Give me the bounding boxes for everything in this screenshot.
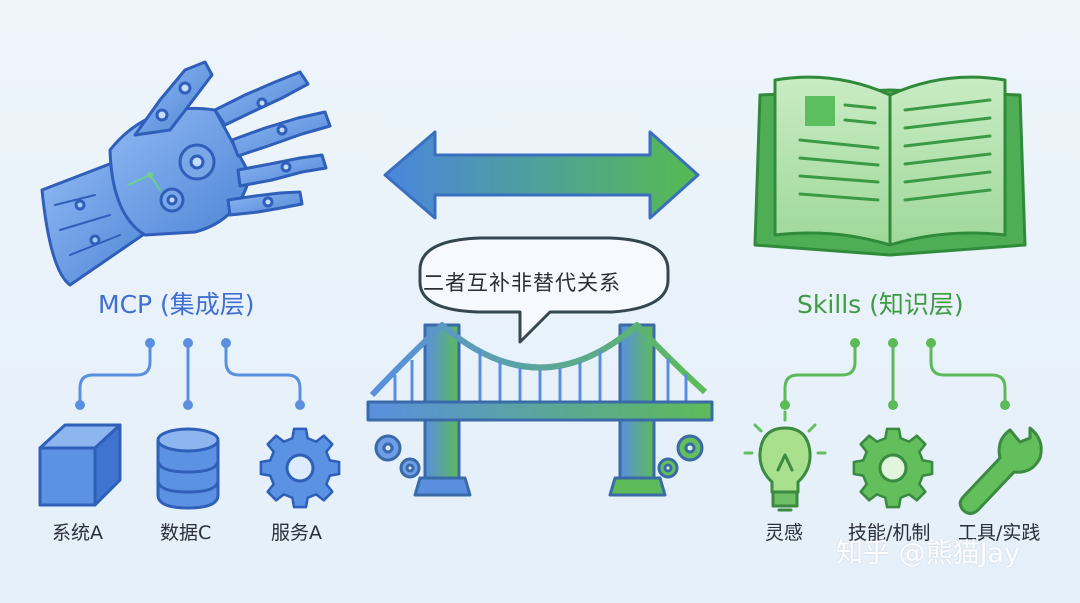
watermark: 知乎 @熊猫Jay bbox=[836, 538, 1021, 569]
skills-tree-nodes bbox=[780, 338, 1010, 410]
database-icon bbox=[156, 427, 220, 510]
mcp-item-label: 系统A bbox=[52, 522, 103, 544]
skills-item-label: 工具/实践 bbox=[958, 522, 1041, 544]
lightbulb-icon bbox=[743, 410, 827, 512]
cube-icon bbox=[38, 423, 122, 507]
bridge-icon bbox=[366, 322, 714, 497]
mcp-item-label: 服务A bbox=[271, 522, 322, 544]
mcp-tree-nodes bbox=[75, 338, 305, 410]
skills-item-label: 灵感 bbox=[765, 522, 804, 544]
mcp-tree-connector bbox=[78, 343, 302, 407]
mcp-title: MCP (集成层) bbox=[98, 290, 255, 319]
gear-icon bbox=[259, 427, 341, 509]
skills-title: Skills (知识层) bbox=[797, 290, 964, 319]
gear-icon bbox=[852, 427, 934, 509]
double-arrow-icon bbox=[383, 130, 700, 220]
open-book-icon bbox=[753, 75, 1027, 257]
skills-item-label: 技能/机制 bbox=[848, 522, 931, 544]
robotic-hand-icon bbox=[40, 60, 332, 287]
mcp-item-label: 数据C bbox=[160, 522, 212, 544]
wrench-icon bbox=[958, 426, 1043, 515]
speech-bubble bbox=[418, 236, 670, 344]
relation-text: 二者互补非替代关系 bbox=[423, 271, 621, 295]
skills-tree-connector bbox=[783, 343, 1007, 407]
